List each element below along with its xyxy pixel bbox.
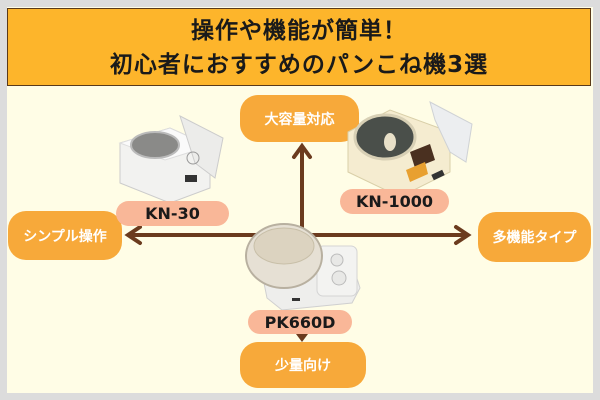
pk660d-product-image <box>245 223 361 311</box>
axis-left-simple-operation: シンプル操作 <box>8 211 122 260</box>
axis-right-multi-function: 多機能タイプ <box>478 212 591 262</box>
title-banner: 操作や機能が簡単！ 初心者におすすめのパンこね機3選 <box>7 8 591 86</box>
title-line-2: 初心者におすすめのパンこね機3選 <box>109 52 489 78</box>
axis-top-large-capacity: 大容量対応 <box>240 95 359 142</box>
axis-bottom-small-quantity: 少量向け <box>240 342 366 388</box>
model-label-kn1000: KN-1000 <box>340 189 449 214</box>
model-label-kn30: KN-30 <box>116 201 229 226</box>
model-label-pk660d: PK660D <box>248 310 352 334</box>
kn1000-product-image <box>347 101 473 198</box>
kn30-product-image <box>118 115 224 204</box>
title-line-1: 操作や機能が簡単！ <box>191 18 407 44</box>
